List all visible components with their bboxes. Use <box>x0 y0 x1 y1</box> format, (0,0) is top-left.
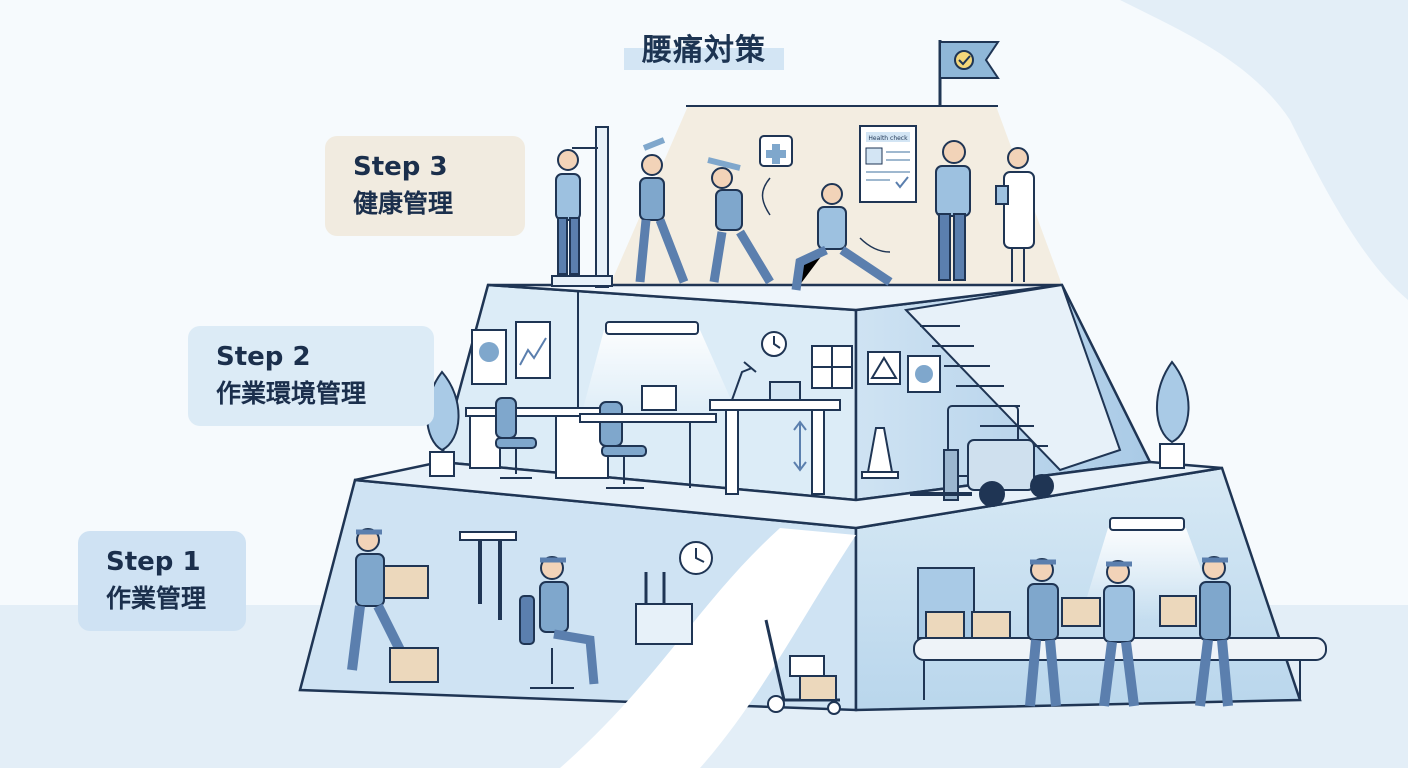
page-title: 腰痛対策 <box>624 22 784 72</box>
plant-right <box>1157 362 1189 468</box>
wall-clock-tier1-icon <box>680 542 712 574</box>
safety-sign-icon <box>908 356 940 392</box>
window <box>812 346 852 388</box>
warning-sign-icon <box>868 352 900 384</box>
step-1-card: Step 1 作業管理 <box>78 531 246 631</box>
background-blob-right <box>1120 0 1408 300</box>
wall-chart-1 <box>472 330 506 384</box>
step-2-card: Step 2 作業環境管理 <box>188 326 434 426</box>
step-1-label: Step 1 <box>106 545 246 579</box>
step-2-label: Step 2 <box>216 340 434 374</box>
goal-flag <box>940 40 998 106</box>
person-measuring-height <box>556 150 580 274</box>
step-1-name: 作業管理 <box>106 579 246 619</box>
medical-cross-icon <box>760 136 792 166</box>
health-check-sheet: Health check <box>860 126 916 202</box>
health-check-label: Health check <box>868 135 908 142</box>
step-3-card: Step 3 健康管理 <box>325 136 525 236</box>
wall-chart-2 <box>516 322 550 378</box>
wall-clock-icon <box>762 332 786 356</box>
step-3-name: 健康管理 <box>353 184 525 224</box>
step-2-name: 作業環境管理 <box>216 374 434 414</box>
step-3-label: Step 3 <box>353 150 525 184</box>
